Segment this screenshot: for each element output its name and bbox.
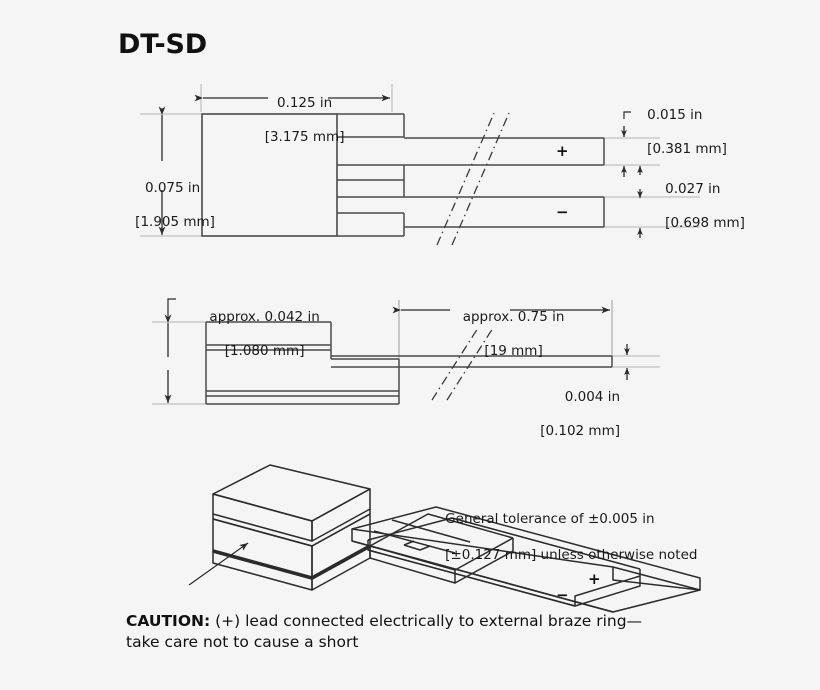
dim-body-thickness: approx. 0.042 in [1.080 mm]	[176, 292, 336, 377]
dim-lead-thickness-mm: [0.102 mm]	[540, 423, 620, 439]
page-title: DT-SD	[118, 29, 207, 60]
dim-lead-length-in: approx. 0.75 in	[462, 309, 565, 325]
dim-lead-spacing: 0.027 in [0.698 mm]	[648, 164, 820, 249]
dim-lead-thickness-in: 0.004 in	[564, 389, 620, 405]
tolerance-note-line1: General tolerance of ±0.005 in	[445, 511, 655, 527]
top-view-negative-label: −	[556, 203, 569, 221]
general-tolerance-note: General tolerance of ±0.005 in [±0.127 m…	[428, 492, 728, 582]
dim-body-height: 0.075 in [1.905 mm]	[118, 163, 215, 248]
dim-lead-width-mm: [0.381 mm]	[647, 141, 727, 157]
caution-label: CAUTION:	[126, 612, 211, 630]
caution-line1: (+) lead connected electrically to exter…	[210, 612, 643, 630]
dim-body-length: 0.125 in [3.175 mm]	[231, 78, 361, 163]
dim-lead-width: 0.015 in [0.381 mm]	[630, 90, 810, 175]
top-view-geometry	[140, 84, 700, 246]
iso-negative-label: −	[556, 586, 569, 604]
dim-lead-thickness: 0.004 in [0.102 mm]	[470, 372, 620, 457]
dim-body-height-mm: [1.905 mm]	[135, 214, 215, 230]
caution-note: CAUTION: (+) lead connected electrically…	[126, 611, 746, 653]
dim-body-thickness-in: approx. 0.042 in	[209, 309, 320, 325]
dim-lead-spacing-mm: [0.698 mm]	[665, 215, 745, 231]
tolerance-note-line2: [±0.127 mm] unless otherwise noted	[445, 547, 698, 563]
dim-body-length-in: 0.125 in	[276, 95, 333, 111]
dim-lead-length-mm: [19 mm]	[484, 343, 543, 359]
isometric-view-geometry	[188, 464, 701, 613]
dim-lead-spacing-in: 0.027 in	[665, 181, 721, 197]
dim-lead-width-in: 0.015 in	[647, 107, 703, 123]
dim-body-length-mm: [3.175 mm]	[264, 129, 345, 145]
dim-body-thickness-mm: [1.080 mm]	[224, 343, 305, 359]
caution-line2: take care not to cause a short	[126, 633, 359, 651]
top-view-positive-label: +	[556, 142, 569, 160]
dim-body-height-in: 0.075 in	[144, 180, 201, 196]
dim-lead-length: approx. 0.75 in [19 mm]	[425, 292, 585, 377]
iso-positive-label: +	[588, 570, 601, 588]
side-view-geometry	[152, 298, 660, 405]
